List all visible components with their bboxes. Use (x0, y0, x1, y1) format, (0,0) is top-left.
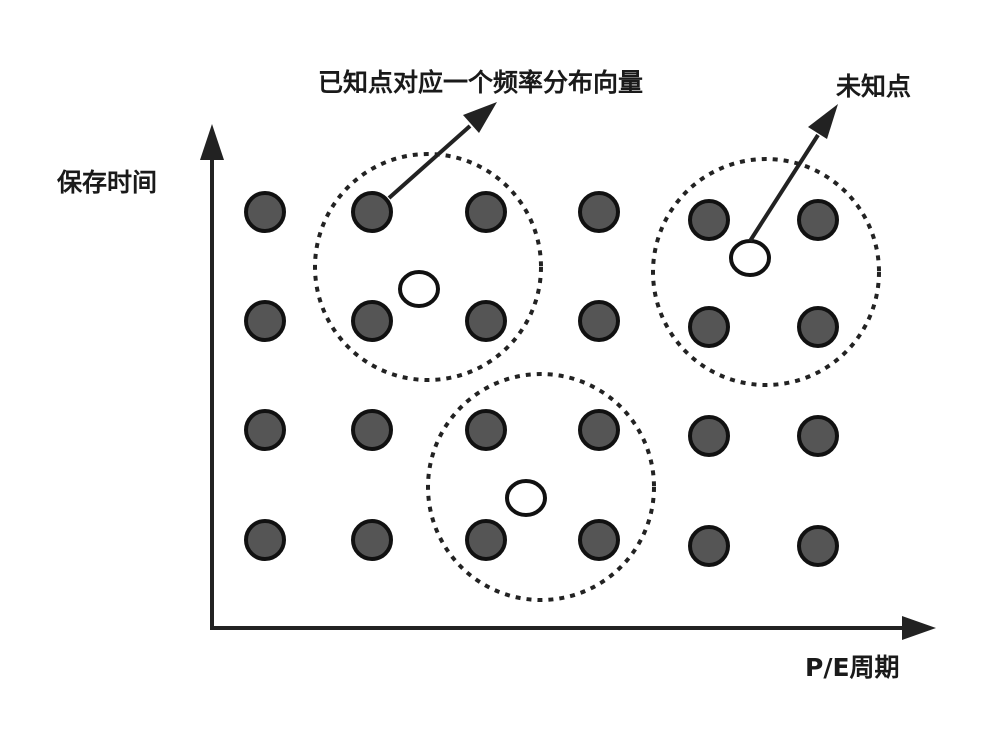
known-point (244, 519, 286, 561)
neighborhood-circle-3 (426, 372, 656, 602)
known-point (351, 519, 393, 561)
known-point (578, 300, 620, 342)
y-axis-arrowhead (200, 124, 224, 160)
neighborhood-circle-2 (651, 157, 881, 387)
known-point (351, 300, 393, 342)
known-point-callout-arrowhead (463, 102, 497, 133)
neighborhoods (313, 152, 881, 602)
known-point (465, 409, 507, 451)
known-point (244, 300, 286, 342)
unknown-point-callout-arrow-line (748, 133, 820, 243)
known-point (465, 191, 507, 233)
known-point (351, 409, 393, 451)
unknown-point (729, 239, 771, 277)
known-point (688, 525, 730, 567)
unknown-points (398, 239, 771, 517)
known-point (688, 415, 730, 457)
known-point-callout-label: 已知点对应一个频率分布向量 (318, 68, 643, 97)
known-point (688, 199, 730, 241)
known-point (465, 300, 507, 342)
x-axis-label: P/E周期 (805, 653, 900, 682)
known-point (465, 519, 507, 561)
axes (200, 124, 936, 640)
known-point (351, 191, 393, 233)
known-point (578, 409, 620, 451)
known-point (244, 409, 286, 451)
unknown-point (505, 479, 547, 517)
unknown-point-callout-arrowhead (808, 104, 838, 139)
known-point (797, 199, 839, 241)
x-axis-arrowhead (902, 616, 936, 640)
known-point (688, 306, 730, 348)
neighborhood-circle-1 (313, 152, 543, 382)
known-point (244, 191, 286, 233)
known-point (797, 415, 839, 457)
y-axis-label: 保存时间 (56, 168, 157, 197)
known-points (244, 191, 839, 567)
known-point (578, 519, 620, 561)
callout-arrows (387, 102, 838, 243)
known-point (797, 306, 839, 348)
known-point-callout-arrow-line (387, 124, 472, 200)
unknown-point (398, 270, 440, 308)
unknown-point-callout-label: 未知点 (836, 72, 911, 101)
known-point (797, 525, 839, 567)
known-point (578, 191, 620, 233)
